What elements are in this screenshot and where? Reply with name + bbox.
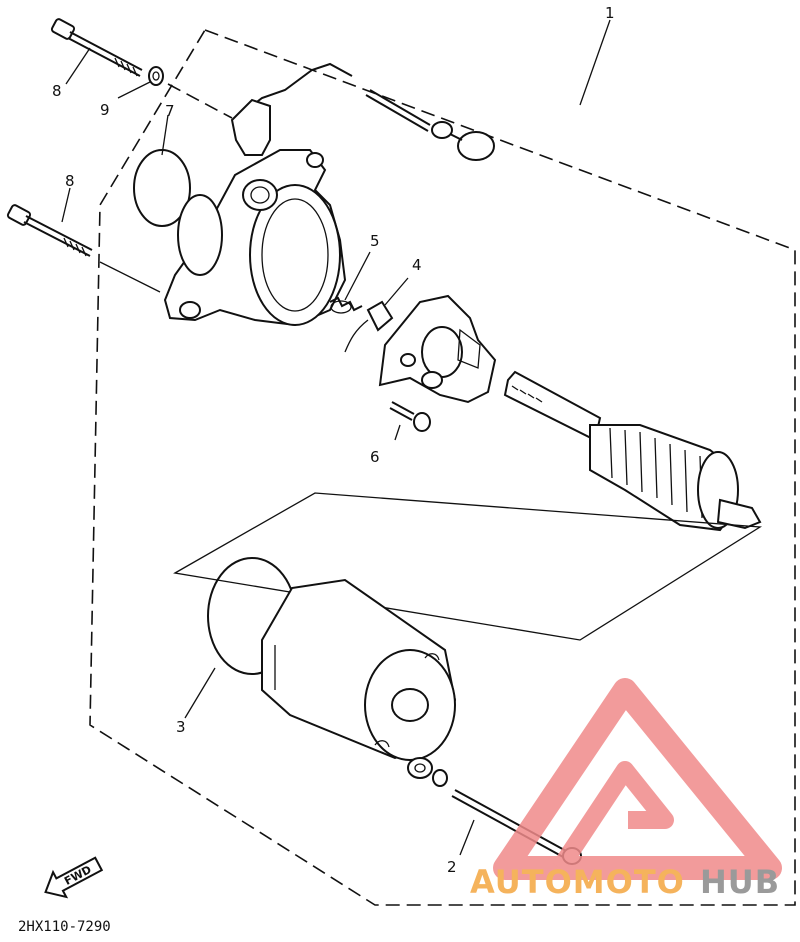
brush-spring [329, 296, 363, 314]
armature [503, 370, 762, 532]
callout-8-top: 8 [52, 82, 62, 100]
fwd-arrow: FWD [44, 856, 104, 899]
callout-9: 9 [100, 101, 110, 119]
drawing-code: 2HX110-7290 [18, 919, 111, 935]
bolt-left [6, 204, 93, 257]
brush [344, 300, 394, 353]
yoke [261, 578, 457, 761]
rear-cover [163, 149, 347, 327]
leader-8-left [61, 187, 71, 223]
leader-8-top [65, 47, 91, 85]
assembly-boundary-dashed [89, 29, 796, 906]
watermark-text-gray: HUB [700, 863, 780, 901]
leader-4 [384, 277, 409, 306]
leader-3 [184, 667, 216, 719]
bolt-top [50, 18, 143, 77]
brush-holder [378, 294, 497, 404]
leader-1 [579, 19, 611, 106]
callout-4: 4 [412, 256, 422, 274]
washer [148, 66, 164, 86]
callout-3: 3 [176, 718, 186, 736]
callout-5: 5 [370, 232, 380, 250]
leader-9 [117, 81, 151, 99]
lead-wire [230, 62, 495, 161]
armature-group-outline [173, 492, 763, 641]
leader-5 [344, 251, 371, 301]
callout-6: 6 [370, 448, 380, 466]
callout-7: 7 [165, 102, 175, 120]
leader-2 [459, 819, 475, 856]
o-ring-rear [133, 149, 191, 227]
leader-6 [394, 424, 401, 441]
leader-7 [161, 114, 169, 156]
washer-set [407, 757, 448, 787]
callout-1: 1 [605, 4, 615, 22]
watermark-logo [493, 678, 782, 880]
callout-8-left: 8 [65, 172, 75, 190]
screw [389, 401, 431, 432]
callout-2: 2 [447, 858, 457, 876]
watermark-text-orange: AUTOMOTO [470, 863, 685, 901]
